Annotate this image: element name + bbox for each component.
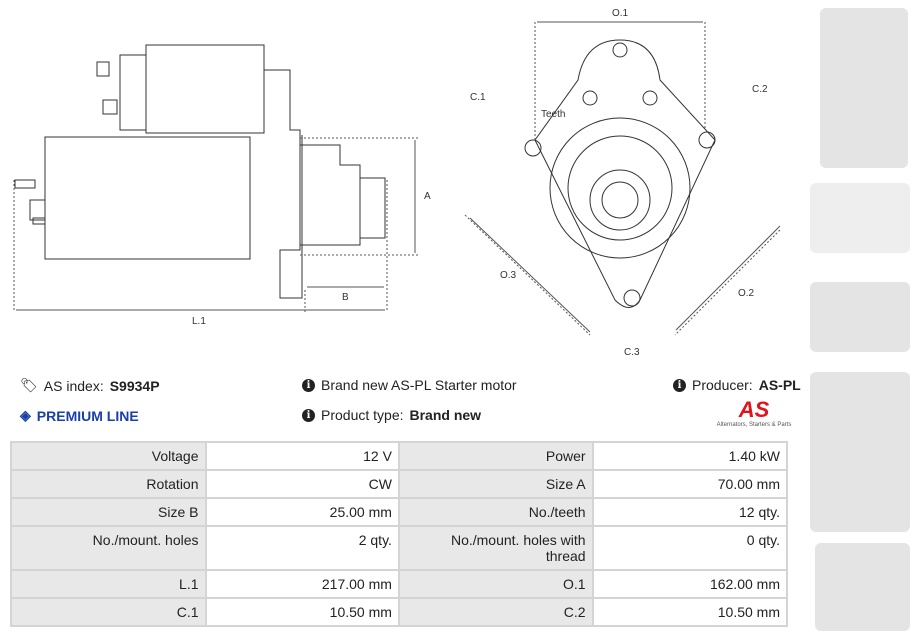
spec-value: 70.00 mm	[591, 469, 789, 499]
as-index-label: AS index:	[43, 377, 104, 394]
side-view-drawing: A B L.1	[13, 44, 431, 327]
spec-value: 217.00 mm	[204, 569, 400, 599]
spec-label: Rotation	[10, 469, 207, 499]
info-icon: i	[302, 378, 315, 392]
diamond-icon: ◈	[20, 407, 31, 423]
spec-value: CW	[204, 469, 400, 499]
product-photo-1[interactable]	[820, 8, 908, 168]
producer: i Producer: AS-PL	[673, 377, 801, 393]
logo-tagline: Alternators, Starters & Parts	[716, 422, 792, 428]
premium-line: ◈ PREMIUM LINE	[20, 407, 139, 424]
spec-label: No./teeth	[397, 497, 594, 527]
spec-label: Size A	[397, 469, 594, 499]
info-icon: i	[673, 378, 686, 392]
spec-value: 25.00 mm	[204, 497, 400, 527]
info-icon: i	[302, 408, 315, 422]
label-c2: C.2	[752, 84, 768, 95]
spec-label: No./mount. holes	[10, 525, 207, 571]
label-o2: O.2	[738, 288, 755, 299]
spec-label: Size B	[10, 497, 207, 527]
product-type: i Product type: Brand new	[302, 407, 481, 423]
producer-value: AS-PL	[758, 377, 801, 393]
spec-label: No./mount. holes with thread	[397, 525, 594, 571]
spec-label: Voltage	[10, 441, 207, 471]
as-pl-logo: AS Alternators, Starters & Parts	[716, 397, 792, 429]
tag-icon: 🏷	[20, 377, 38, 393]
product-type-value: Brand new	[409, 407, 482, 423]
spec-value: 0 qty.	[591, 525, 789, 571]
spec-value: 1.40 kW	[591, 441, 789, 471]
product-photo-box[interactable]	[810, 183, 910, 253]
front-view-drawing: O.1 C.1 C.2 Teeth O.3 O.2 C.3	[464, 8, 781, 358]
spec-value: 12 qty.	[591, 497, 789, 527]
spec-label: O.1	[397, 569, 594, 599]
spec-label: Power	[397, 441, 594, 471]
label-c1: C.1	[470, 92, 486, 103]
label-teeth: Teeth	[541, 109, 565, 120]
product-photo-3[interactable]	[810, 372, 910, 532]
product-photo-4[interactable]	[815, 543, 910, 631]
description: i Brand new AS-PL Starter motor	[302, 377, 517, 393]
spec-value: 162.00 mm	[591, 569, 789, 599]
description-text: Brand new AS-PL Starter motor	[321, 377, 517, 393]
product-photo-2[interactable]	[810, 282, 910, 352]
as-index: 🏷 AS index: S9934P	[20, 377, 160, 394]
spec-value: 2 qty.	[204, 525, 400, 571]
producer-label: Producer:	[692, 377, 753, 393]
spec-value: 10.50 mm	[591, 597, 789, 627]
label-o3: O.3	[500, 270, 517, 281]
spec-label: C.2	[397, 597, 594, 627]
logo-text: AS	[738, 397, 770, 422]
label-o1: O.1	[612, 8, 629, 19]
label-l1: L.1	[192, 316, 206, 327]
spec-label: L.1	[10, 569, 207, 599]
spec-label: C.1	[10, 597, 207, 627]
label-c3: C.3	[624, 347, 640, 358]
product-type-label: Product type:	[321, 407, 404, 423]
premium-label: PREMIUM LINE	[36, 407, 139, 424]
spec-value: 12 V	[204, 441, 400, 471]
label-b: B	[342, 292, 349, 303]
spec-value: 10.50 mm	[204, 597, 400, 627]
label-a: A	[424, 191, 431, 202]
as-index-value: S9934P	[109, 377, 160, 394]
